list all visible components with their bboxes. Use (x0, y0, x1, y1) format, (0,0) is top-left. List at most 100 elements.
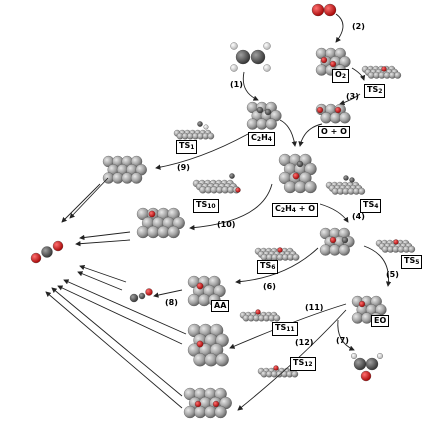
hydrogen-atom (203, 124, 209, 130)
arrow-step-1 (242, 71, 259, 101)
label-ts2: TS2 (364, 84, 386, 98)
oxygen-atom (292, 172, 300, 180)
arrow-step-2 (335, 13, 344, 43)
label-ts6: TS6 (257, 260, 279, 274)
carbon-atom (229, 173, 235, 179)
c2h4-slab (246, 101, 282, 130)
carbon-atom (365, 357, 379, 371)
ts11-slab (239, 311, 281, 322)
oxygen-atom (358, 300, 366, 308)
label-c2h4: C2H4 (248, 132, 275, 146)
label-ts4: TS4 (360, 199, 382, 213)
carbon-atom (341, 236, 349, 244)
label-aa: AA (211, 300, 230, 312)
oxygen-atom (196, 282, 204, 290)
carbon-atom (197, 121, 203, 127)
arrow-step9-to-co2-a (69, 177, 109, 219)
step-8: (8) (165, 298, 178, 307)
carbon-atom (353, 357, 367, 371)
oxygen-atom (329, 236, 337, 244)
label-ts5: TS5 (401, 255, 423, 269)
arrow-step11-to-co2-b (57, 285, 183, 345)
silver-atom (394, 71, 402, 79)
arrow-step-4 (319, 203, 349, 223)
arrow-c2h4-to-center (279, 119, 298, 147)
carbon-atom (256, 106, 264, 114)
label-ts12: TS12 (290, 357, 316, 371)
carbon-atom (343, 175, 349, 181)
carbon-atom (235, 49, 251, 65)
step-2: (2) (352, 22, 365, 31)
arrow-step-6 (235, 247, 319, 285)
arrow-to-ts2 (351, 67, 366, 81)
hydrogen-atom (230, 42, 238, 50)
label-eo: EO (371, 315, 390, 327)
label-o2: O2 (332, 69, 349, 83)
oxygen-atom (145, 288, 153, 296)
silver-atom (167, 225, 180, 239)
ts4-slab (325, 181, 366, 195)
hydrogen-atom (230, 64, 238, 72)
step11-product-slab (187, 323, 229, 367)
step-11: (11) (305, 303, 324, 312)
oxygen-atom (194, 400, 202, 408)
silver-atom (292, 253, 300, 261)
step-9: (9) (177, 163, 190, 172)
arrow-step12-to-co2-a (51, 287, 183, 397)
label-ts1: TS1 (176, 140, 198, 154)
oxygen-atom (30, 252, 42, 264)
oxygen-atom (334, 106, 342, 114)
oxametallacycle-slab (319, 227, 355, 256)
ts9-slab (102, 155, 147, 184)
ts1-slab (173, 129, 215, 140)
arrow-step-7 (337, 319, 355, 351)
oxygen-atom (212, 400, 220, 408)
silver-atom (273, 314, 281, 322)
arrow-step10-to-co2-a (79, 231, 131, 241)
silver-atom (291, 370, 299, 378)
oxygen-atom (311, 3, 325, 17)
silver-atom (338, 244, 350, 256)
oxygen-atom (360, 370, 372, 382)
arrow-step-3 (339, 93, 361, 106)
hydrogen-atom (377, 353, 383, 359)
oxygen-atom (255, 309, 261, 315)
step-4: (4) (352, 212, 365, 221)
carbon-atom (264, 108, 272, 116)
ts5-slab (375, 239, 416, 253)
carbon-atom (41, 246, 53, 258)
oxygen-atom (273, 365, 279, 371)
arrow-step-8 (153, 289, 183, 298)
oxygen-atom (52, 240, 64, 252)
arrow-step11-to-co2-a (63, 279, 187, 335)
silver-atom (130, 172, 143, 184)
silver-atom (408, 245, 416, 253)
silver-atom (215, 353, 229, 367)
oxygen-atom (277, 247, 283, 253)
silver-atom (207, 132, 215, 140)
oxygen-atom (196, 340, 204, 348)
oxygen-atom (148, 210, 156, 218)
step10-product-slab (136, 207, 185, 239)
label-o-plus-o: O + O (318, 126, 350, 138)
carbon-atom (129, 293, 139, 303)
arrow-aa-to-co2-b (77, 271, 123, 291)
label-ts10: TS10 (193, 199, 219, 213)
hydrogen-atom (263, 42, 271, 50)
arrow-step12-to-co2-b (45, 291, 183, 409)
step-7: (7) (336, 336, 349, 345)
o2-slab (315, 47, 351, 76)
step-12: (12) (295, 338, 314, 347)
silver-atom (304, 180, 317, 194)
label-c2h4-plus-o: C2H4 + O (272, 203, 319, 217)
step-3: (3) (346, 92, 359, 101)
arrow-step-10 (189, 183, 273, 231)
arrow-oo-to-center (298, 123, 323, 147)
o-plus-o-slab (315, 103, 351, 124)
oxygen-atom (381, 66, 387, 72)
silver-atom (265, 118, 277, 130)
carbon-atom (138, 292, 146, 300)
silver-atom (339, 112, 351, 124)
step-6: (6) (263, 282, 276, 291)
ts6-slab (254, 247, 300, 261)
